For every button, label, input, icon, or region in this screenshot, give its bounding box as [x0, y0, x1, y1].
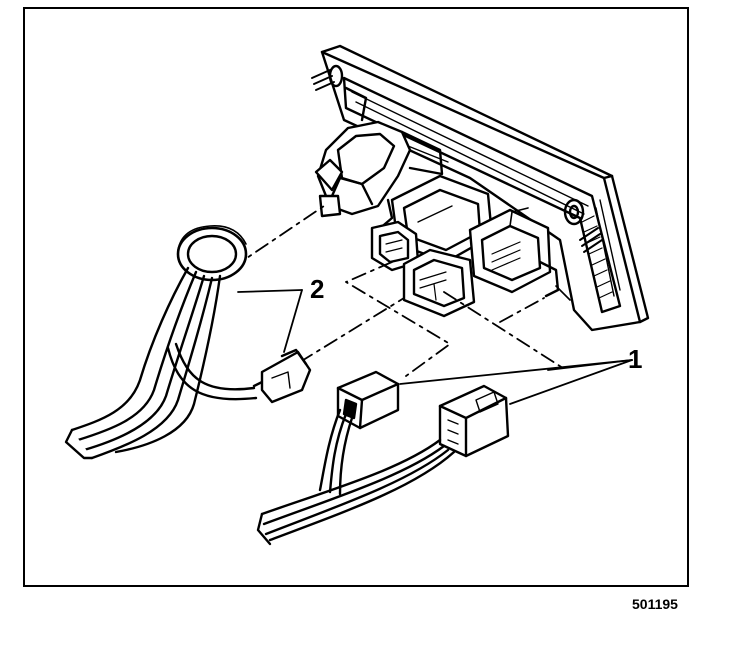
panel-connector-sockets [370, 174, 571, 318]
callout-2-label: 2 [310, 274, 325, 304]
grommet-harness [64, 225, 312, 460]
assembly-guide-lines [231, 205, 567, 377]
connector-harness [256, 370, 510, 546]
callout-leaders [237, 289, 633, 405]
callout-1-label: 1 [628, 344, 643, 374]
blower-switch-assembly [314, 120, 449, 232]
diagram-frame [23, 7, 689, 587]
figure-number: 501195 [632, 596, 678, 612]
